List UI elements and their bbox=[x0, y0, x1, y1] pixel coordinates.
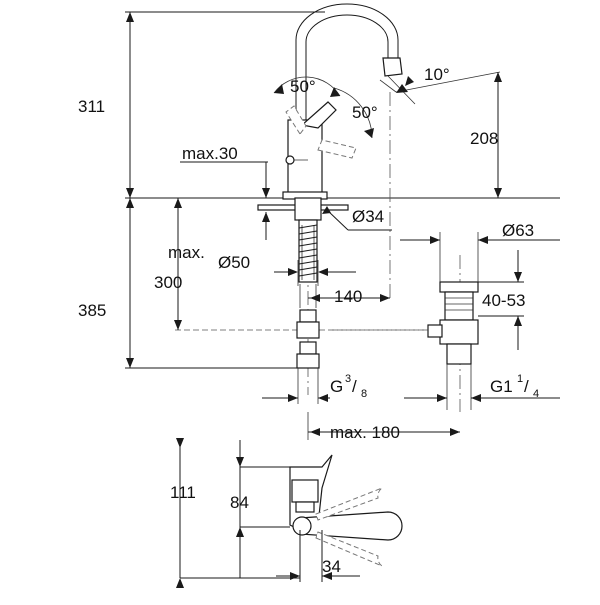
faucet-elevation bbox=[273, 3, 501, 200]
label-spout-height: 208 bbox=[470, 129, 498, 148]
svg-text:8: 8 bbox=[361, 388, 367, 400]
reference-lines bbox=[125, 11, 560, 412]
svg-text:4: 4 bbox=[533, 388, 539, 400]
label-max-depth-2: 300 bbox=[154, 273, 182, 292]
label-hole-diameter: Ø34 bbox=[352, 207, 384, 226]
label-max-reach: max. 180 bbox=[330, 423, 400, 442]
label-plan-total: 111 bbox=[170, 483, 196, 502]
label-plan-body: 84 bbox=[230, 493, 249, 512]
mounting-assembly bbox=[257, 197, 349, 369]
dimension-labels: 311 208 10° 50° 50° max.30 Ø34 Ø63 max. … bbox=[78, 65, 539, 576]
svg-text:/: / bbox=[524, 377, 529, 396]
label-plan-width: 34 bbox=[322, 557, 341, 576]
svg-text:G1: G1 bbox=[490, 377, 513, 396]
label-waste-height: 40-53 bbox=[482, 291, 525, 310]
label-connection-left: G 3 / 8 bbox=[330, 373, 367, 400]
label-angle-top: 10° bbox=[424, 65, 450, 84]
label-waste-diameter: Ø63 bbox=[502, 221, 534, 240]
plan-view bbox=[176, 438, 403, 588]
svg-text:1: 1 bbox=[517, 373, 523, 385]
svg-text:/: / bbox=[352, 377, 357, 396]
svg-text:G: G bbox=[330, 377, 343, 396]
label-max-thickness: max.30 bbox=[182, 144, 238, 163]
lever-handle bbox=[300, 101, 337, 129]
label-lever-angle-left: 50° bbox=[290, 77, 316, 96]
waste-assembly bbox=[332, 281, 479, 410]
label-lever-angle-right: 50° bbox=[352, 103, 378, 122]
svg-text:3: 3 bbox=[345, 373, 351, 385]
dimension-lines bbox=[126, 12, 560, 440]
label-connection-right: G1 1 / 4 bbox=[490, 373, 539, 400]
label-total-height: 311 bbox=[78, 97, 105, 116]
label-base-diameter: Ø50 bbox=[218, 253, 250, 272]
label-max-depth-1: max. bbox=[168, 243, 205, 262]
label-spout-reach: 140 bbox=[334, 287, 362, 306]
label-below-height: 385 bbox=[78, 301, 106, 320]
